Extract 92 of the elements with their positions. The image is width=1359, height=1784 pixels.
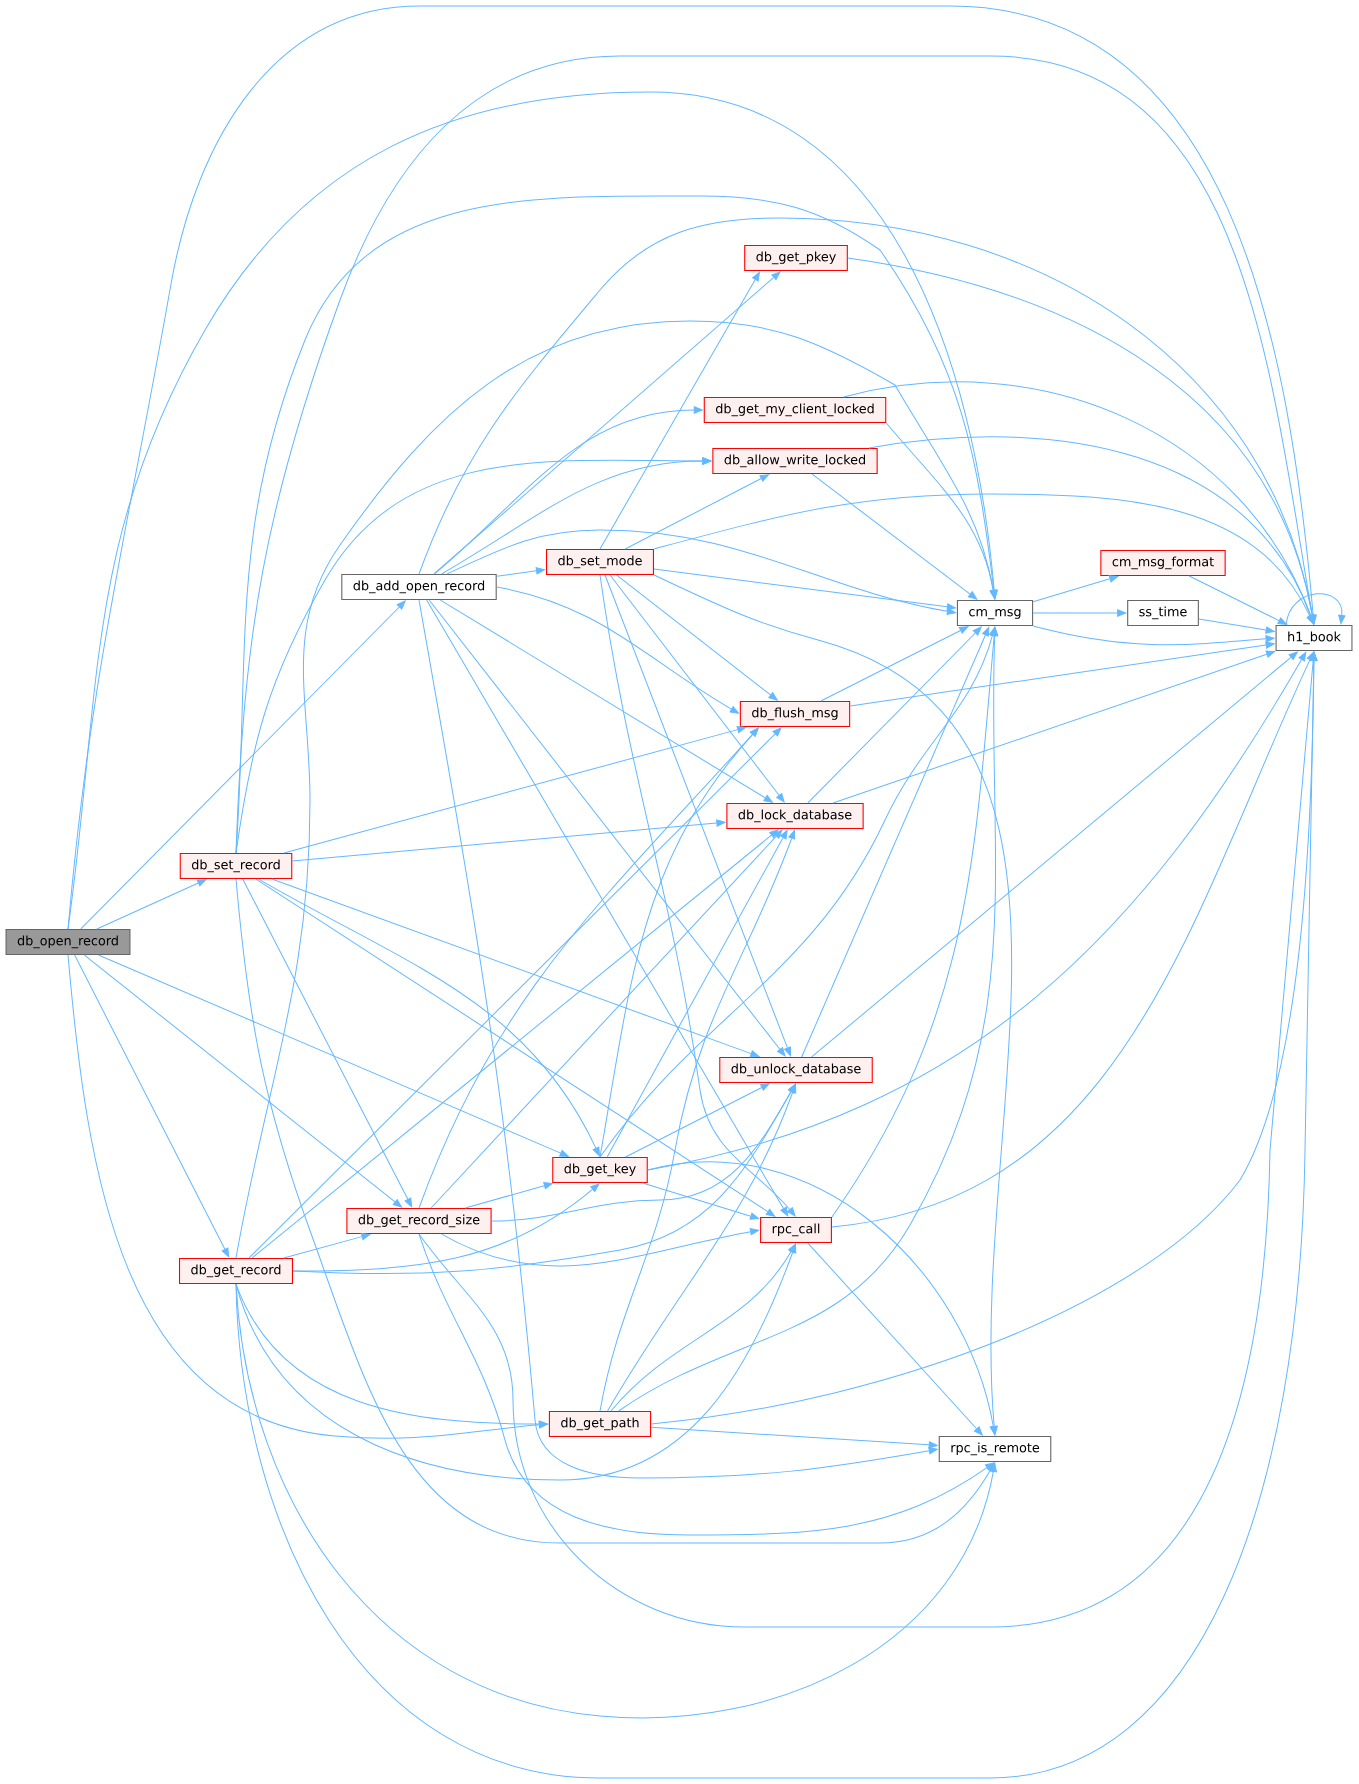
arrow <box>653 568 956 611</box>
arrow <box>606 829 788 1158</box>
arrow <box>96 879 207 930</box>
arrow <box>97 954 569 1157</box>
arrow <box>653 493 1314 625</box>
arrow <box>604 574 791 1057</box>
arrow <box>811 473 978 600</box>
arrow <box>832 650 1276 804</box>
arrow <box>496 586 740 714</box>
arrow <box>441 1228 760 1267</box>
arrow <box>251 829 779 1259</box>
function-box: db_get_record_size <box>346 1207 492 1235</box>
arrow <box>430 829 783 1209</box>
arrow <box>67 5 1317 930</box>
arrow <box>885 422 997 600</box>
arrow <box>1032 575 1119 603</box>
arrow <box>801 626 990 1058</box>
arrow <box>441 457 712 575</box>
arrow <box>609 574 785 803</box>
arrow <box>1032 609 1127 617</box>
function-box: db_unlock_database <box>719 1056 873 1084</box>
loop-arrow <box>1285 593 1346 626</box>
arrow <box>248 727 782 1259</box>
function-box: db_get_key <box>552 1156 648 1184</box>
arrow <box>610 1243 796 1412</box>
function-box: db_lock_database <box>726 802 864 830</box>
arrow <box>618 627 999 1412</box>
arrow <box>418 1233 995 1536</box>
function-box: db_flush_msg <box>739 700 851 728</box>
arrow <box>811 651 1298 1058</box>
arrow <box>647 651 1307 1171</box>
arrow <box>446 529 956 615</box>
arrow <box>426 599 789 1217</box>
arrow <box>83 954 403 1208</box>
arrow <box>599 829 796 1412</box>
arrow <box>868 436 1315 625</box>
arrow <box>242 878 413 1208</box>
arrow <box>67 91 998 930</box>
arrow <box>491 1083 796 1222</box>
arrow <box>283 1233 371 1259</box>
arrow <box>464 1182 553 1209</box>
arrow <box>807 626 982 804</box>
function-box: db_set_mode <box>546 548 654 576</box>
arrow <box>831 651 1314 1228</box>
function-box: cm_msg <box>956 599 1034 627</box>
arrow <box>80 600 406 930</box>
arrow <box>831 627 998 1218</box>
arrow <box>418 599 938 1479</box>
function-box: cm_msg_format <box>1100 549 1226 577</box>
arrow <box>653 574 1013 1436</box>
arrow <box>434 406 703 575</box>
arrow <box>807 1242 983 1436</box>
arrow <box>255 878 776 1217</box>
arrow <box>625 1083 770 1158</box>
function-box: db_set_record <box>179 852 293 880</box>
function-box: db_get_path <box>548 1410 652 1438</box>
arrow <box>1198 618 1275 634</box>
arrow <box>849 641 1275 707</box>
arrow <box>607 1083 797 1412</box>
arrow <box>258 878 600 1157</box>
arrow <box>650 1426 938 1449</box>
arrow <box>283 726 747 854</box>
arrow <box>820 626 969 702</box>
function-box: h1_book <box>1275 624 1353 652</box>
function-box: db_add_open_record <box>341 573 497 601</box>
arrow <box>74 954 230 1258</box>
arrow <box>235 195 998 854</box>
arrow <box>599 727 759 1158</box>
arrow <box>1032 625 1275 646</box>
arrow <box>439 599 773 803</box>
arrow <box>428 599 786 1057</box>
arrow <box>67 954 548 1439</box>
arrow <box>599 271 760 550</box>
function-box: db_allow_write_locked <box>712 447 878 475</box>
arrow <box>599 574 796 1217</box>
arrow <box>599 626 997 1158</box>
arrow <box>235 1283 548 1428</box>
arrow <box>616 574 778 701</box>
arrow <box>624 474 770 550</box>
arrow <box>642 1182 760 1220</box>
arrow <box>496 567 546 577</box>
function-box: rpc_is_remote <box>938 1435 1052 1463</box>
function-box: ss_time <box>1127 599 1199 627</box>
function-box: db_open_record <box>5 928 131 956</box>
arrow <box>291 819 726 862</box>
arrow <box>847 257 1316 625</box>
function-box: db_get_pkey <box>744 244 848 272</box>
arrow <box>271 878 760 1058</box>
function-box: db_get_my_client_locked <box>703 396 887 424</box>
arrow <box>650 652 1318 1425</box>
function-box: rpc_call <box>760 1216 832 1244</box>
function-box: db_get_record <box>178 1257 294 1285</box>
